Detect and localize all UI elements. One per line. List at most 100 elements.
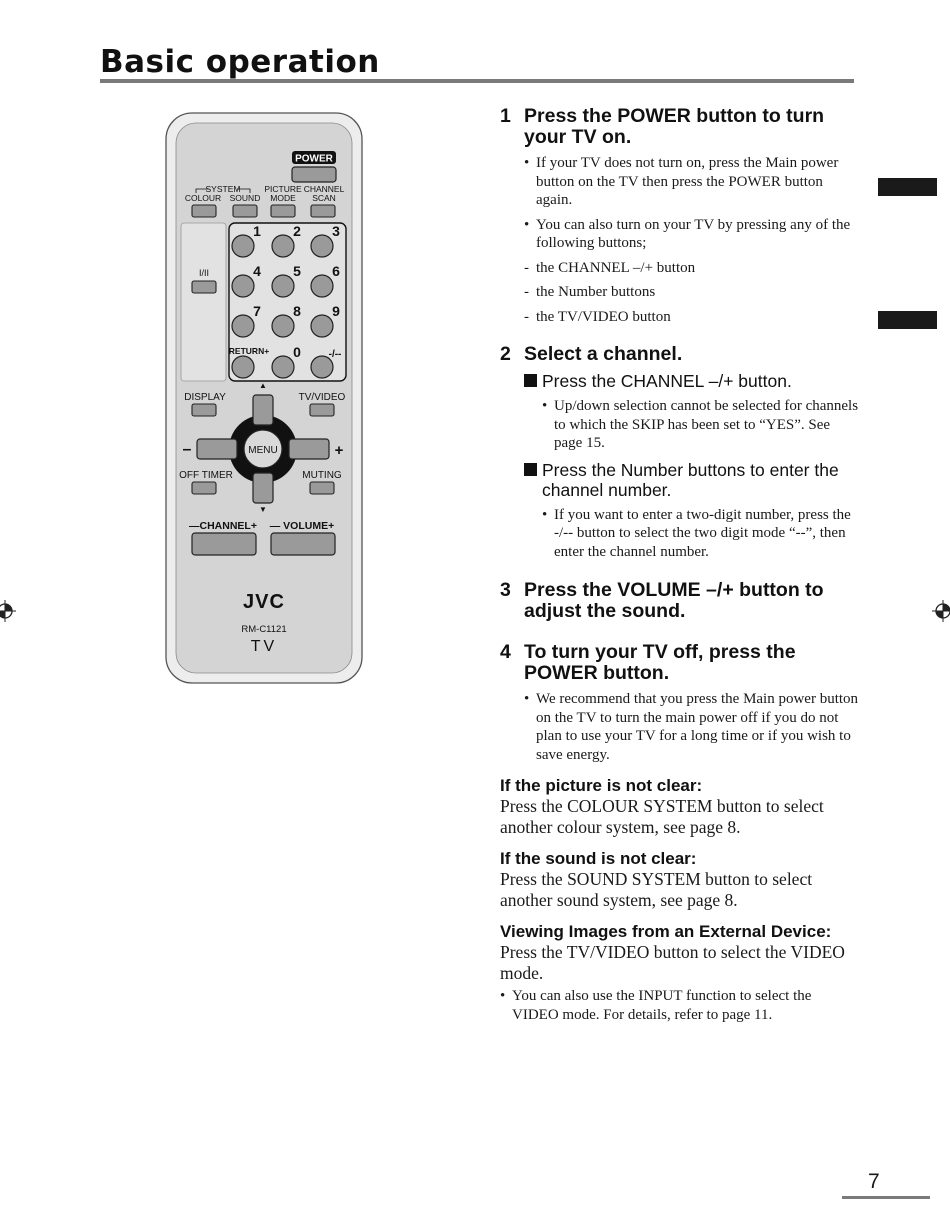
note-heading: If the picture is not clear: — [500, 776, 703, 795]
number-button-8[interactable] — [271, 314, 295, 338]
page-rule — [842, 1196, 930, 1199]
channel-label: CHANNEL — [304, 184, 345, 194]
return-button[interactable] — [231, 355, 255, 379]
bullet: If your TV does not turn on, press the M… — [524, 154, 860, 210]
volume-rocker-button[interactable] — [270, 532, 336, 556]
dash-item: the Number buttons — [524, 283, 860, 302]
number-button-6[interactable] — [310, 274, 334, 298]
number-pad — [228, 222, 347, 382]
note-body: Press the SOUND SYSTEM button to select … — [500, 869, 813, 910]
number-label: 6 — [332, 263, 340, 279]
step-heading: Press the POWER button to turn your TV o… — [524, 105, 825, 148]
number-label: 7 — [253, 303, 261, 319]
dual-label: I/II — [199, 268, 209, 278]
note-sound: If the sound is not clear: Press the SOU… — [500, 849, 860, 911]
number-button-1[interactable] — [231, 234, 255, 258]
instructions-column: 1 Press the POWER button to turn your TV… — [500, 106, 860, 1024]
note-heading: If the sound is not clear: — [500, 849, 697, 868]
number-label: 5 — [293, 263, 301, 279]
step-number: 2 — [500, 343, 511, 365]
picture-mode-button[interactable] — [270, 204, 296, 218]
side-tab-lower — [878, 311, 937, 329]
volume-up-button[interactable] — [288, 438, 330, 460]
down-arrow-icon: ▼ — [259, 505, 267, 514]
step-3: 3 Press the VOLUME –/+ button to adjust … — [500, 580, 860, 622]
bullet: You can also turn on your TV by pressing… — [524, 216, 860, 253]
number-label: 2 — [293, 223, 301, 239]
tvvideo-button[interactable] — [309, 403, 335, 417]
note-body: Press the TV/VIDEO button to select the … — [500, 942, 845, 983]
bullet: If you want to enter a two-digit number,… — [542, 506, 860, 562]
number-label: 9 — [332, 303, 340, 319]
channel-scan-button[interactable] — [310, 204, 336, 218]
off-timer-button[interactable] — [191, 481, 217, 495]
sound-system-button[interactable] — [232, 204, 258, 218]
power-label-box — [292, 151, 336, 164]
page-number: 7 — [868, 1170, 880, 1193]
step-number: 4 — [500, 641, 511, 663]
number-button-2[interactable] — [271, 234, 295, 258]
step-number: 1 — [500, 105, 511, 127]
dash-item: the CHANNEL –/+ button — [524, 259, 860, 278]
sub-step: Press the CHANNEL –/+ button. — [524, 371, 860, 391]
zero-label: 0 — [293, 344, 301, 360]
return-label: RETURN+ — [229, 346, 269, 356]
digit-mode-label: -/-- — [329, 349, 342, 360]
note-external: Viewing Images from an External Device: … — [500, 922, 860, 1024]
channel-down-button[interactable] — [252, 472, 274, 504]
muting-label: MUTING — [302, 470, 342, 481]
up-arrow-icon: ▲ — [259, 381, 267, 390]
dash-item: the TV/VIDEO button — [524, 308, 860, 327]
note-body: Press the COLOUR SYSTEM button to select… — [500, 796, 824, 837]
display-button[interactable] — [191, 403, 217, 417]
step-1: 1 Press the POWER button to turn your TV… — [500, 106, 860, 148]
bullet: Up/down selection cannot be selected for… — [542, 397, 860, 453]
dual-sound-button[interactable] — [191, 280, 217, 294]
muting-button[interactable] — [309, 481, 335, 495]
registration-mark-right-icon — [932, 600, 950, 622]
note-heading: Viewing Images from an External Device: — [500, 922, 832, 941]
power-button[interactable] — [291, 166, 337, 183]
step-heading: To turn your TV off, press the POWER but… — [524, 641, 796, 684]
tv-label: TV — [251, 638, 277, 655]
scan-label: SCAN — [312, 193, 336, 203]
number-button-5[interactable] — [271, 274, 295, 298]
volume-down-button[interactable] — [196, 438, 238, 460]
off-timer-label: OFF TIMER — [179, 470, 233, 481]
digit-mode-button[interactable] — [310, 355, 334, 379]
number-label: 4 — [253, 263, 261, 279]
page-title: Basic operation — [100, 44, 380, 80]
mode-label: MODE — [270, 193, 296, 203]
display-label: DISPLAY — [184, 392, 226, 403]
number-button-4[interactable] — [231, 274, 255, 298]
colour-system-button[interactable] — [191, 204, 217, 218]
number-button-3[interactable] — [310, 234, 334, 258]
step-2: 2 Select a channel. — [500, 344, 860, 365]
step-heading: Press the VOLUME –/+ button to adjust th… — [524, 579, 824, 622]
menu-label: MENU — [248, 445, 277, 456]
remote-control-illustration: POWER SYSTEM PICTURE CHANNEL COLOUR SOUN… — [165, 112, 363, 684]
volume-rocker-label: — VOLUME+ — [270, 520, 334, 532]
channel-up-button[interactable] — [252, 394, 274, 426]
plus-label: + — [335, 442, 344, 459]
model-label: RM-C1121 — [241, 624, 286, 635]
sub-step: Press the Number buttons to enter the ch… — [524, 460, 860, 500]
channel-rocker-button[interactable] — [191, 532, 257, 556]
step-number: 3 — [500, 579, 511, 601]
system-bracket — [195, 188, 251, 193]
menu-button[interactable] — [243, 429, 283, 469]
registration-mark-left-icon — [0, 600, 16, 622]
bullet: We recommend that you press the Main pow… — [524, 690, 860, 764]
number-label: 3 — [332, 223, 340, 239]
power-label: POWER — [295, 154, 334, 165]
minus-label: – — [183, 441, 192, 458]
note-picture: If the picture is not clear: Press the C… — [500, 776, 860, 838]
number-button-7[interactable] — [231, 314, 255, 338]
number-label: 1 — [253, 223, 261, 239]
sound-label: SOUND — [230, 193, 261, 203]
dual-panel — [180, 222, 227, 382]
colour-label: COLOUR — [185, 193, 221, 203]
zero-button[interactable] — [271, 355, 295, 379]
number-button-9[interactable] — [310, 314, 334, 338]
step-4: 4 To turn your TV off, press the POWER b… — [500, 642, 860, 684]
